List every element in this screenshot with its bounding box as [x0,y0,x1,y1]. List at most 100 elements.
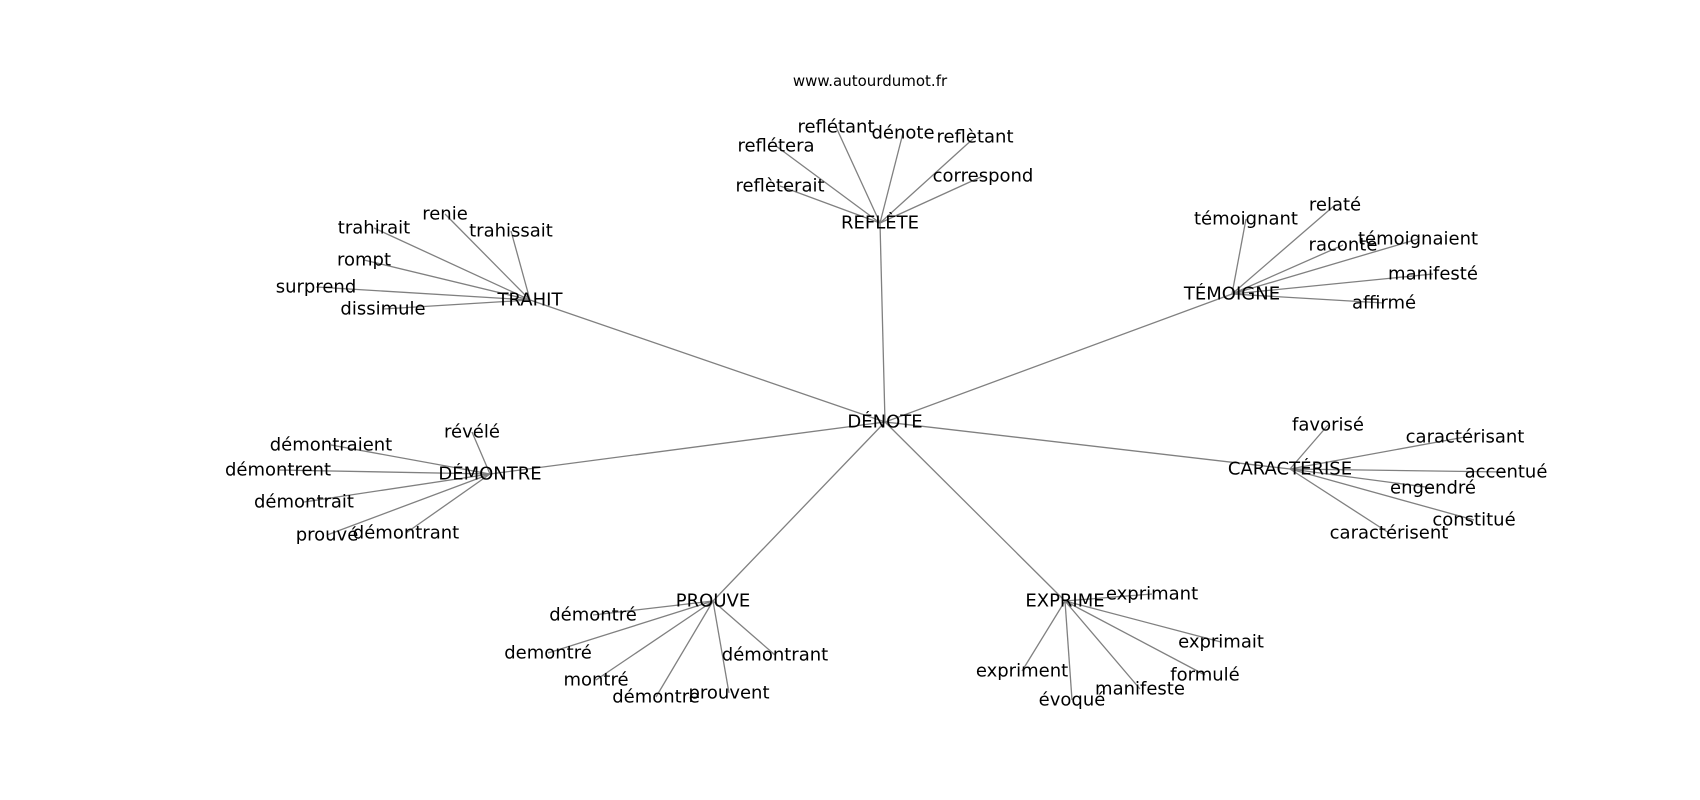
leaf-node-label: manifeste [1095,679,1185,700]
leaf-node-label: formulé [1170,665,1239,686]
edge-center-to-hub [884,421,1066,602]
edge-hub-to-leaf [326,473,491,536]
edge-hub-to-leaf [775,145,881,224]
leaf-node-label: caractérisent [1330,523,1449,544]
edge-hub-to-leaf [315,286,531,301]
edge-hub-to-leaf [547,600,714,654]
edge-hub-to-leaf [1064,600,1206,676]
edge-hub-to-leaf [1064,600,1073,701]
hub-node-label: CARACTÉRISE [1228,458,1352,480]
edge-hub-to-leaf [835,126,881,224]
leaf-node-label: prouvent [688,683,769,704]
leaf-node-label: renie [422,204,468,225]
hub-node-label: DÉMONTRE [438,463,541,485]
edge-hub-to-leaf [712,600,776,656]
leaf-node-label: reflétant [797,117,874,138]
leaf-node-label: démontraient [270,435,392,456]
edge-hub-to-leaf [1231,238,1419,295]
leaf-node-label: reflétera [737,136,814,157]
leaf-node-label: manifesté [1388,264,1478,285]
leaf-node-label: exprimant [1106,584,1198,605]
hub-node-label: TRAHIT [497,290,564,311]
edge-hub-to-leaf [444,213,531,301]
edge-hub-to-leaf [1231,273,1434,295]
edge-hub-to-leaf [712,600,730,694]
leaf-node-label: favorisé [1292,415,1364,436]
hub-node-label: EXPRIME [1025,591,1104,612]
edge-hub-to-leaf [879,136,976,224]
hub-node-label: PROUVE [676,591,750,612]
edge-center-to-hub [884,293,1233,423]
edge-center-to-hub [712,421,886,602]
leaf-node-label: expriment [976,661,1068,682]
edge-hub-to-leaf [655,600,714,698]
edge-hub-to-leaf [1231,218,1247,295]
leaf-node-label: démontre [612,687,700,708]
edge-hub-to-leaf [277,469,491,475]
edge-hub-to-leaf [1289,468,1507,473]
leaf-node-label: correspond [933,166,1034,187]
leaf-node-label: démontré [549,605,637,626]
edge-center-to-hub [529,299,886,423]
leaf-node-label: reflètant [936,127,1013,148]
edge-center-to-hub [489,421,886,475]
edge-hub-to-leaf [1289,468,1390,534]
edge-hub-to-leaf [1064,600,1141,690]
edge-center-to-hub [879,222,886,423]
edge-hub-to-leaf [1064,593,1153,602]
leaf-node-label: engendré [1390,478,1476,499]
edge-hub-to-leaf [1289,424,1329,470]
leaf-node-label: relaté [1309,195,1361,216]
edge-hub-to-leaf [1064,600,1222,643]
leaf-node-label: révélé [444,422,500,443]
center-node-label: DÉNOTE [847,411,922,433]
leaf-node-label: trahirait [338,218,410,239]
leaf-node-label: raconte [1309,235,1378,256]
edge-hub-to-leaf [879,175,984,224]
leaf-node-label: dissimule [340,299,425,320]
edge-hub-to-leaf [592,600,714,616]
edge-hub-to-leaf [363,259,531,301]
edge-hub-to-leaf [879,132,904,224]
hub-node-label: REFLÈTE [841,212,919,234]
edge-hub-to-leaf [1021,600,1066,672]
edge-hub-to-leaf [382,299,531,310]
hub-node-label: TÉMOIGNE [1183,283,1280,305]
leaf-node-label: reflèterait [735,176,824,197]
leaf-node-label: rompt [337,250,391,271]
leaf-node-label: témoignaient [1358,229,1478,250]
leaf-node-label: demontré [504,643,592,664]
leaf-node-label: prouvé [296,525,359,546]
edge-hub-to-leaf [510,230,531,301]
edge-hub-to-leaf [1289,436,1466,470]
edge-hub-to-leaf [779,185,881,224]
leaf-node-label: caractérisant [1406,427,1525,448]
leaf-node-label: évoqué [1039,690,1106,711]
leaf-node-label: démontrait [254,492,354,513]
leaf-node-label: trahissait [469,221,553,242]
edge-hub-to-leaf [1289,468,1434,489]
watermark-text: www.autourdumot.fr [793,72,948,90]
edge-hub-to-leaf [595,600,714,681]
leaf-node-label: exprimait [1178,632,1264,653]
edge-hub-to-leaf [471,431,491,475]
edge-hub-to-leaf [303,473,491,503]
leaf-node-label: constitué [1432,510,1515,531]
edge-hub-to-leaf [373,227,531,301]
leaf-node-label: affirmé [1352,293,1416,314]
leaf-node-label: montré [563,670,628,691]
leaf-node-label: surprend [276,277,357,298]
edge-hub-to-leaf [1289,468,1475,521]
leaf-node-label: dénote [871,123,934,144]
edge-center-to-hub [884,421,1291,470]
leaf-node-label: témoignant [1194,209,1298,230]
edges-layer [277,126,1507,701]
leaf-node-label: démontrent [225,460,331,481]
edge-hub-to-leaf [330,444,491,475]
edge-hub-to-leaf [1231,244,1344,295]
edge-hub-to-leaf [405,473,491,534]
leaf-node-label: démontrant [722,645,828,666]
leaf-node-label: accentué [1465,462,1548,483]
